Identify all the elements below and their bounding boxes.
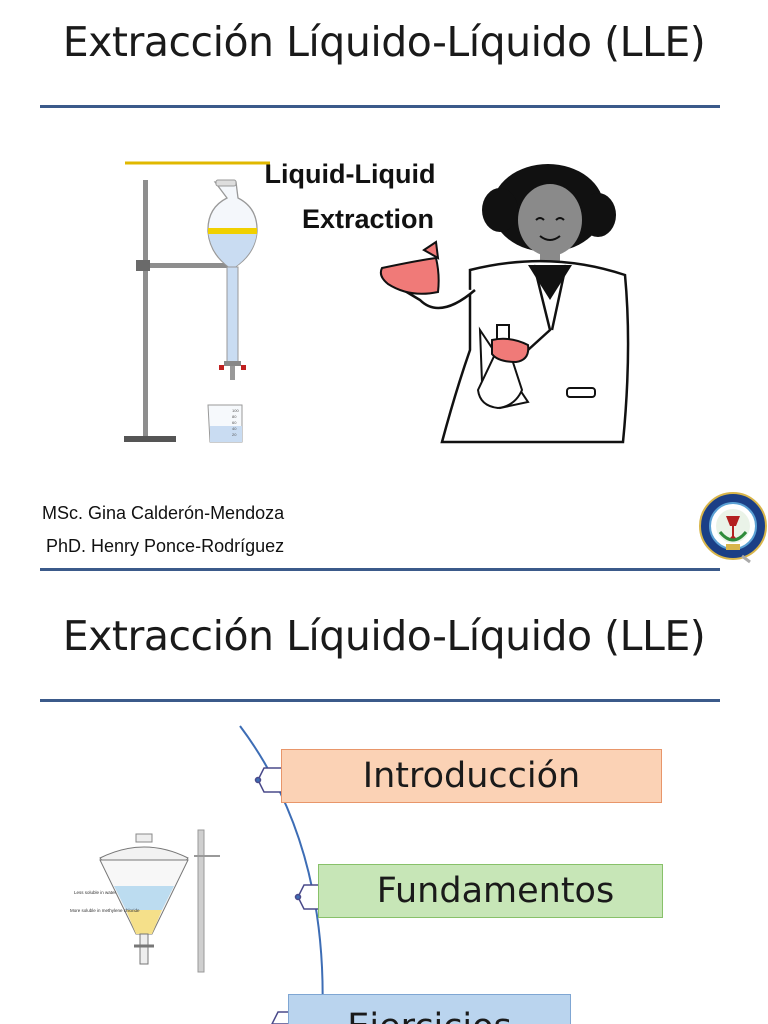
slide-1-title: Extracción Líquido-Líquido (LLE)	[62, 18, 706, 66]
beaker-tick: 60	[232, 420, 237, 425]
separatory-funnel-diagram: Less soluble in water More soluble in me…	[70, 829, 220, 973]
agenda-item-label: Ejercicios	[347, 1007, 512, 1024]
slide-2-title: Extracción Líquido-Líquido (LLE)	[62, 612, 706, 660]
illustration-heading-line2: Extraction	[302, 204, 434, 234]
slide-1-bottom-rule	[40, 568, 720, 571]
stand-base	[124, 436, 176, 442]
beaker-tick: 20	[232, 432, 237, 437]
agenda-item-label: Fundamentos	[376, 871, 615, 911]
beaker-tick: 40	[232, 426, 237, 431]
agenda-item-fundamentos[interactable]: Fundamentos	[318, 864, 663, 918]
slide-1: Extracción Líquido-Líquido (LLE) 100 80 …	[40, 18, 767, 571]
title-underline	[40, 105, 720, 108]
title-underline	[40, 699, 720, 702]
beaker-tick: 80	[232, 414, 237, 419]
beaker-tick: 100	[232, 408, 239, 413]
agenda-arc	[239, 725, 324, 1024]
funnel-label-bottom: More soluble in methylene chloride	[70, 908, 140, 913]
scientist-figure	[379, 164, 630, 444]
author-1: MSc. Gina Calderón-Mendoza	[42, 503, 285, 523]
funnel-label-top: Less soluble in water	[74, 890, 117, 895]
slide-2: Extracción Líquido-Líquido (LLE) Introdu…	[0, 586, 768, 1024]
agenda-item-ejercicios[interactable]: Ejercicios	[288, 994, 571, 1024]
author-2: PhD. Henry Ponce-Rodríguez	[46, 536, 285, 556]
liquid-liquid-extraction-illustration: 100 80 60 40 20 Liquid-Liquid Extraction	[124, 159, 630, 444]
faculty-seal-logo	[699, 492, 767, 564]
agenda-item-label: Introducción	[362, 756, 581, 796]
illustration-heading-line1: Liquid-Liquid	[265, 159, 436, 189]
agenda-item-introduccion[interactable]: Introducción	[281, 749, 662, 803]
stand-rod	[143, 180, 148, 442]
